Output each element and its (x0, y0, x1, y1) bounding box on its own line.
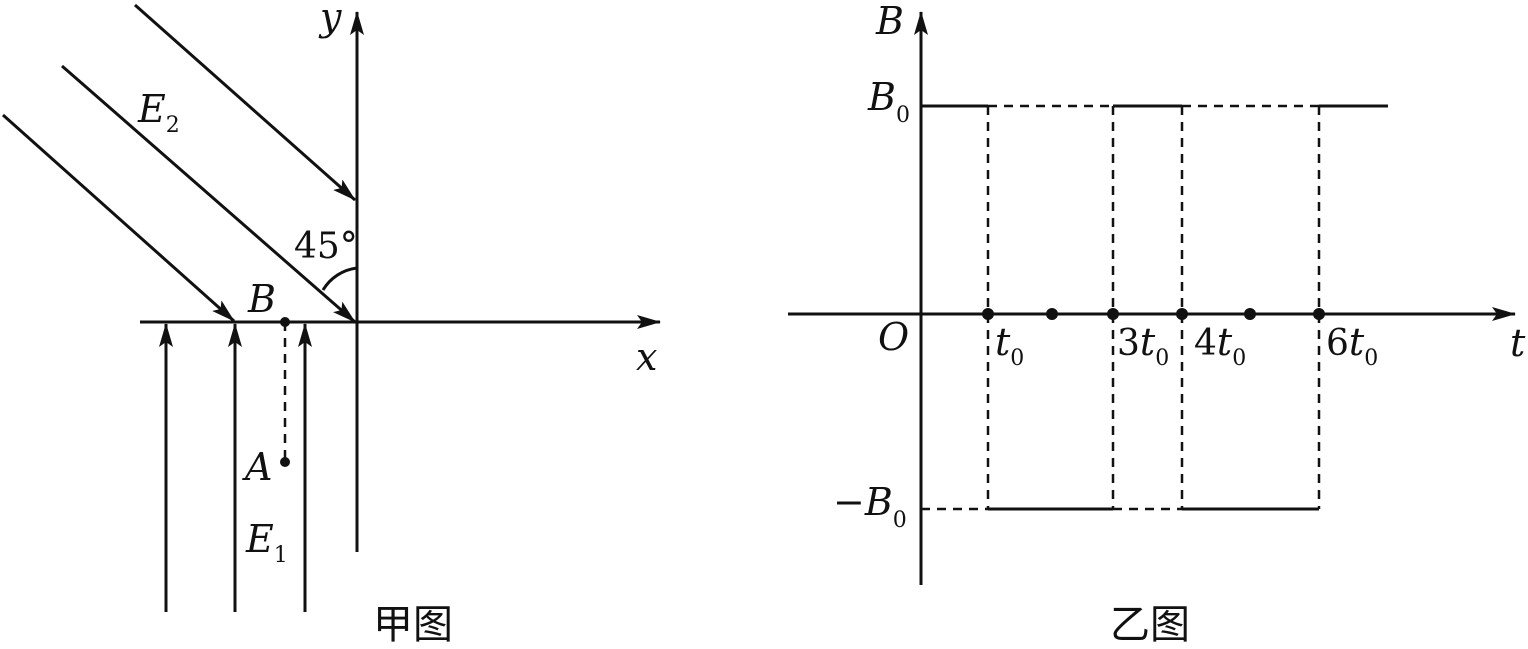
angle-arc (321, 266, 358, 291)
point-b-dot (280, 317, 290, 327)
b0-label: B0 (867, 75, 910, 128)
point-b-label: B (247, 277, 276, 321)
t-dot-6 (1313, 308, 1325, 320)
tick-label-4t0: 4t0 (1194, 320, 1246, 371)
x-axis-label: x (636, 335, 657, 379)
t-axis-label: t (1510, 321, 1526, 365)
t-dot-1 (982, 308, 994, 320)
right-graph: B t O B0 −B0 t0 3t0 4t0 6t0 乙图 (788, 0, 1526, 648)
left-caption: 甲图 (373, 602, 453, 648)
b-axis-label: B (875, 0, 904, 43)
t-dot-4 (1176, 308, 1188, 320)
e2-field-line-2 (61, 64, 356, 324)
t-dot-2 (1046, 308, 1058, 320)
e2-label: E2 (137, 87, 180, 138)
point-a-label: A (242, 445, 272, 489)
origin-label: O (878, 315, 909, 359)
right-caption: 乙图 (1110, 602, 1190, 648)
e1-label: E1 (245, 517, 288, 568)
tick-label-3t0: 3t0 (1117, 320, 1169, 371)
tick-label-t0: t0 (995, 320, 1024, 371)
t-dot-3 (1107, 308, 1119, 320)
point-a-dot (280, 457, 290, 467)
t-dot-5 (1244, 308, 1256, 320)
left-diagram: y x E2 E1 45° B A 甲图 (2, 0, 661, 648)
angle-label: 45° (294, 226, 358, 267)
y-axis-label: y (318, 0, 342, 39)
neg-b0-label: −B0 (833, 480, 907, 533)
e2-field-line-3 (2, 113, 235, 323)
tick-label-6t0: 6t0 (1326, 320, 1378, 371)
e2-field-line-1 (134, 3, 356, 202)
